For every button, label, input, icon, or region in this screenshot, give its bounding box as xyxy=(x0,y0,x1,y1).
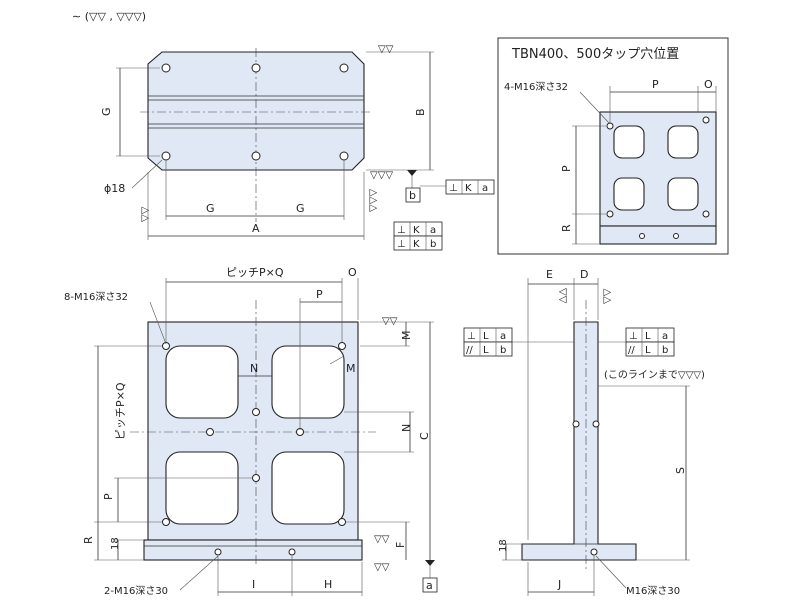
datum-a: a xyxy=(426,579,433,592)
inset-panel: TBN400、500タップ穴位置 4-M16深さ32 P O P R xyxy=(497,37,729,255)
inset-dim-p-side: P xyxy=(560,165,573,172)
svg-text:a: a xyxy=(662,331,668,342)
top-view: G B ▽▽ ▽▽▽ b ⊥ K a ϕ18 ▽▽ ▽▽▽ G G xyxy=(100,44,495,251)
datum-b-box xyxy=(405,187,421,203)
dim-pitch: ピッチP×Q xyxy=(226,266,284,279)
datum-b: b xyxy=(409,189,416,202)
inset-dim-o: O xyxy=(704,78,713,91)
hole xyxy=(339,63,349,73)
tol-frame-right: ⊥ L a // L b xyxy=(625,327,675,357)
svg-text:a: a xyxy=(482,183,488,194)
line-note: (このラインまで▽▽▽) xyxy=(604,369,705,381)
dim-g-right: G xyxy=(296,202,305,215)
dim-e: E xyxy=(546,268,553,281)
hole xyxy=(161,63,171,73)
side-profile xyxy=(521,321,637,561)
dim-18: 18 xyxy=(110,537,121,550)
front-holes xyxy=(162,342,346,556)
dim-m-inner: M xyxy=(346,362,356,375)
svg-text:K: K xyxy=(413,225,420,236)
side-view: E D ▽▽ ▽▽ ⊥ L a // L b ⊥ L a // L b xyxy=(463,268,705,597)
svg-text:a: a xyxy=(500,331,506,342)
dim-diameter: ϕ18 xyxy=(104,182,125,195)
side-dim-18: 18 xyxy=(498,539,509,552)
tol-frame-k-a-2: ⊥ K a xyxy=(393,221,443,237)
dim-o: O xyxy=(348,266,357,279)
finish-mark: ▽▽ xyxy=(378,44,394,55)
svg-text:a: a xyxy=(430,225,436,236)
svg-text:L: L xyxy=(645,345,651,356)
inset-tap-label: 4-M16深さ32 xyxy=(504,81,568,93)
svg-text:b: b xyxy=(662,345,668,356)
dim-n: N xyxy=(250,362,258,375)
front-tap-label: 8-M16深さ32 xyxy=(64,291,128,303)
front-base xyxy=(143,539,363,561)
hole xyxy=(251,151,261,161)
svg-text:b: b xyxy=(500,345,506,356)
dim-p-side: P xyxy=(102,493,115,500)
bottom-tap-label: 2-M16深さ30 xyxy=(104,585,168,597)
hole xyxy=(339,151,349,161)
tol-frame-left: ⊥ L a // L b xyxy=(463,327,513,357)
finish-mark: ▽▽▽ xyxy=(368,189,379,212)
finish-mark: ▽▽ xyxy=(140,206,151,222)
front-windows xyxy=(165,345,345,525)
dim-g-left: G xyxy=(206,202,215,215)
inset-base xyxy=(599,225,717,245)
inset-title: TBN400、500タップ穴位置 xyxy=(511,47,679,62)
svg-text:⊥: ⊥ xyxy=(449,183,458,194)
front-view: ピッチP×Q O P 8-M16深さ32 ▽▽ M N M N C ピッチP×Q… xyxy=(64,266,438,597)
finish-mark: ▽▽▽ xyxy=(370,170,393,181)
dim-h: H xyxy=(324,578,332,591)
dim-s: S xyxy=(674,467,687,474)
svg-text:L: L xyxy=(483,345,489,356)
top-holes xyxy=(161,63,349,161)
svg-text:⊥: ⊥ xyxy=(397,225,406,236)
svg-text:b: b xyxy=(430,239,436,250)
side-bottom-tap-label: M16深さ30 xyxy=(626,585,680,597)
dim-b: B xyxy=(414,108,427,116)
svg-text://: // xyxy=(466,345,473,356)
svg-text:K: K xyxy=(413,239,420,250)
dim-m-right: M xyxy=(400,331,413,341)
tol-frame-k-b: ⊥ K b xyxy=(393,235,443,251)
dim-f: F xyxy=(394,542,407,548)
svg-text:K: K xyxy=(465,183,472,194)
hole xyxy=(161,151,171,161)
dim-p: P xyxy=(316,288,323,301)
svg-text:⊥: ⊥ xyxy=(467,331,476,342)
finish-mark: ▽▽ xyxy=(374,534,390,545)
finish-mark: ▽▽ xyxy=(374,562,390,573)
dim-d: D xyxy=(580,268,588,281)
inset-dim-p-top: P xyxy=(652,78,659,91)
svg-text:L: L xyxy=(645,331,651,342)
finish-mark: ▽▽ xyxy=(382,316,398,327)
dim-g-side: G xyxy=(100,107,113,116)
svg-text:⊥: ⊥ xyxy=(397,239,406,250)
dim-r: R xyxy=(82,536,95,544)
dim-n-right: N xyxy=(400,424,413,432)
svg-text://: // xyxy=(628,345,635,356)
inset-dim-r: R xyxy=(560,224,573,232)
finish-mark: ▽▽ xyxy=(557,288,568,304)
dim-c: C xyxy=(418,432,431,440)
dim-pitch-vertical: ピッチP×Q xyxy=(114,382,127,440)
tol-frame-k-a: ⊥ K a xyxy=(445,179,495,195)
finish-symbol-note: ∼ (▽▽ , ▽▽▽) xyxy=(72,10,146,23)
dim-a: A xyxy=(252,222,260,235)
finish-mark: ▽▽ xyxy=(602,288,613,304)
hole xyxy=(251,63,261,73)
svg-text:L: L xyxy=(483,331,489,342)
dim-j: J xyxy=(557,578,561,591)
svg-text:⊥: ⊥ xyxy=(629,331,638,342)
dim-i: I xyxy=(252,578,255,591)
